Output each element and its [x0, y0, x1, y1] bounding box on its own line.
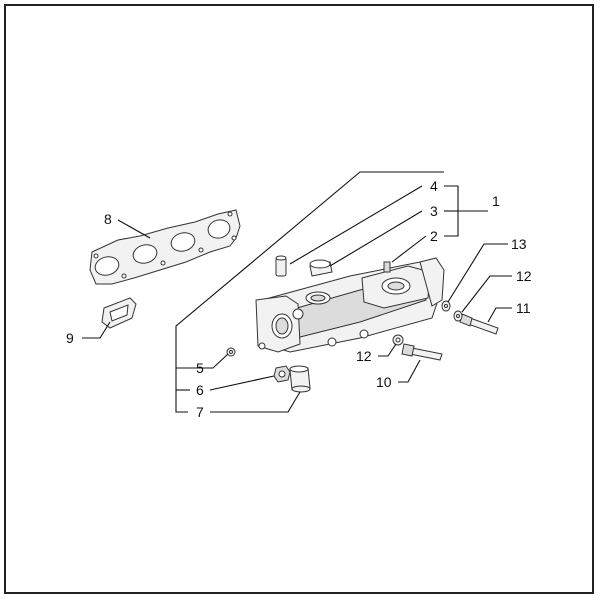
part-4-dowel-pin: [275, 255, 287, 277]
callout-6: 6: [196, 382, 204, 398]
callout-11: 11: [516, 300, 531, 316]
callout-8: 8: [104, 211, 112, 227]
callout-4: 4: [430, 178, 438, 194]
part-9-small-gasket: [101, 297, 137, 329]
leader-lines: [82, 171, 512, 413]
callout-labels: 1 4 3 2 13 12 11 8 9 5 6 7 12 10: [66, 178, 532, 420]
callout-1: 1: [492, 193, 500, 209]
callout-13: 13: [511, 236, 527, 252]
part-7-sleeve: [289, 365, 311, 393]
diagram-border: [4, 4, 594, 594]
part-8-manifold-gasket: [89, 209, 241, 285]
callout-5: 5: [196, 360, 204, 376]
part-3-cap: [309, 259, 333, 277]
callout-9: 9: [66, 330, 74, 346]
callout-12-left: 12: [356, 348, 372, 364]
part-12-washer-right: [453, 310, 463, 322]
callout-3: 3: [430, 203, 438, 219]
part-10-bolt: [401, 343, 443, 361]
part-13-gasket-ring: [441, 300, 451, 312]
callout-2: 2: [430, 228, 438, 244]
callout-7: 7: [196, 404, 204, 420]
part-1-exhaust-manifold: [255, 257, 445, 353]
part-11-bolt: [459, 313, 499, 335]
part-12-washer-left: [392, 334, 404, 346]
part-2-stud: [383, 261, 391, 273]
callout-12-right: 12: [516, 268, 532, 284]
callout-10: 10: [376, 374, 392, 390]
part-5-washer: [226, 347, 236, 357]
part-6-nut: [273, 365, 291, 383]
